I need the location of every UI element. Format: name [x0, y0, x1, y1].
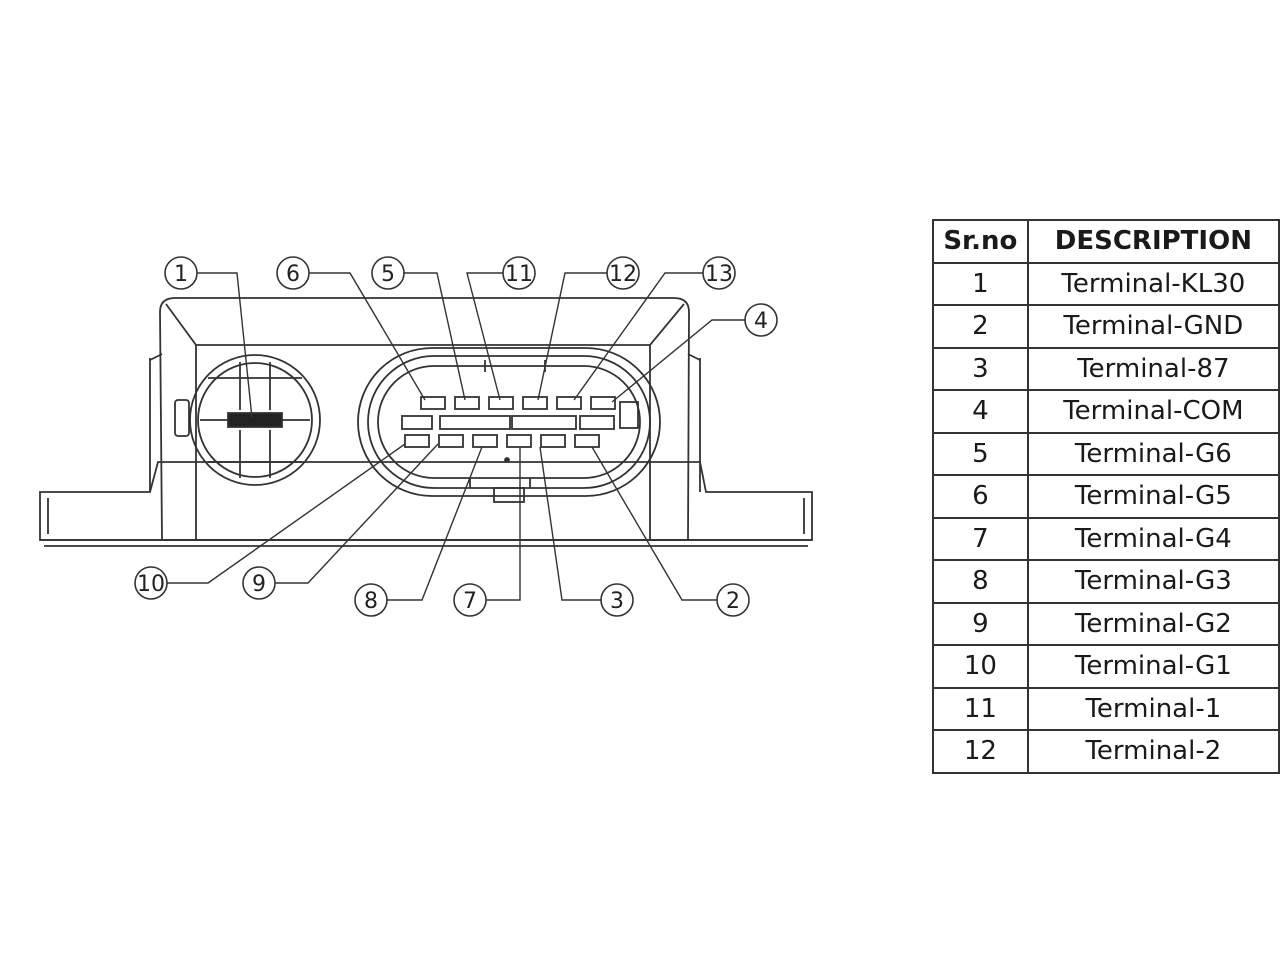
row-number: 4 [932, 389, 1029, 434]
svg-text:8: 8 [364, 589, 378, 614]
row-number: 9 [932, 601, 1029, 646]
row-description: Terminal-G4 [1026, 516, 1280, 561]
signal-connector [357, 347, 661, 503]
row-number: 11 [932, 686, 1029, 731]
row-number: 12 [932, 729, 1029, 774]
callout-13: 13 [702, 256, 736, 290]
svg-text:9: 9 [252, 572, 266, 597]
pin-row-bottom [404, 434, 600, 448]
svg-text:6: 6 [286, 262, 300, 287]
pin-row-top [420, 396, 616, 410]
module-housing [39, 297, 813, 547]
svg-text:11: 11 [505, 262, 533, 287]
svg-text:3: 3 [610, 589, 624, 614]
svg-text:12: 12 [609, 262, 637, 287]
svg-text:13: 13 [705, 262, 733, 287]
kl30-terminal-blade [227, 412, 283, 428]
row-description: Terminal-87 [1026, 346, 1280, 391]
table-header-row: Sr.no DESCRIPTION [932, 219, 1280, 264]
row-description: Terminal-G6 [1026, 431, 1280, 476]
pin-g6 [454, 396, 480, 410]
svg-text:7: 7 [463, 589, 477, 614]
mounting-flange [39, 461, 813, 541]
callout-6: 6 [276, 256, 310, 290]
pin-gnd [574, 434, 600, 448]
row-description: Terminal-G1 [1026, 644, 1280, 689]
callout-12: 12 [606, 256, 640, 290]
svg-text:1: 1 [174, 262, 188, 287]
connector-diagram: 1 6 5 11 12 13 4 10 9 8 7 3 2 [39, 256, 813, 617]
row-description: Terminal-1 [1026, 686, 1280, 731]
svg-text:10: 10 [137, 572, 165, 597]
row-number: 6 [932, 474, 1029, 519]
pin-g1 [404, 434, 430, 448]
callout-5: 5 [371, 256, 405, 290]
row-description: Terminal-G3 [1026, 559, 1280, 604]
svg-text:2: 2 [726, 589, 740, 614]
pin-terminal-2 [522, 396, 548, 410]
housing-top [159, 297, 690, 541]
row-number: 1 [932, 261, 1029, 306]
row-number: 3 [932, 346, 1029, 391]
row-description: Terminal-2 [1026, 729, 1280, 774]
callout-11: 11 [502, 256, 536, 290]
callout-1: 1 [164, 256, 198, 290]
row-description: Terminal-G5 [1026, 474, 1280, 519]
svg-text:4: 4 [754, 309, 768, 334]
row-number: 5 [932, 431, 1029, 476]
callout-9: 9 [242, 566, 276, 600]
row-description: Terminal-GND [1026, 304, 1280, 349]
pin-13 [556, 396, 582, 410]
pin-87 [540, 434, 566, 448]
header-description: DESCRIPTION [1026, 219, 1280, 264]
callout-7: 7 [453, 583, 487, 617]
header-sr-no: Sr.no [932, 219, 1029, 264]
row-description: Terminal-KL30 [1026, 261, 1280, 306]
callout-bubbles: 1 6 5 11 12 13 4 10 9 8 7 3 2 [134, 256, 778, 617]
row-number: 2 [932, 304, 1029, 349]
pin-g4 [506, 434, 532, 448]
callout-2: 2 [716, 583, 750, 617]
callout-3: 3 [600, 583, 634, 617]
row-number: 8 [932, 559, 1029, 604]
leader-lines [167, 272, 745, 601]
pin-g2 [438, 434, 464, 448]
row-number: 10 [932, 644, 1029, 689]
svg-text:5: 5 [381, 262, 395, 287]
power-socket [174, 354, 321, 486]
callout-8: 8 [354, 583, 388, 617]
pin-com [590, 396, 616, 410]
row-description: Terminal-G2 [1026, 601, 1280, 646]
row-description: Terminal-COM [1026, 389, 1280, 434]
pin-terminal-1 [488, 396, 514, 410]
callout-4: 4 [744, 303, 778, 337]
row-number: 7 [932, 516, 1029, 561]
callout-10: 10 [134, 566, 168, 600]
pin-g3 [472, 434, 498, 448]
pin-g5 [420, 396, 446, 410]
